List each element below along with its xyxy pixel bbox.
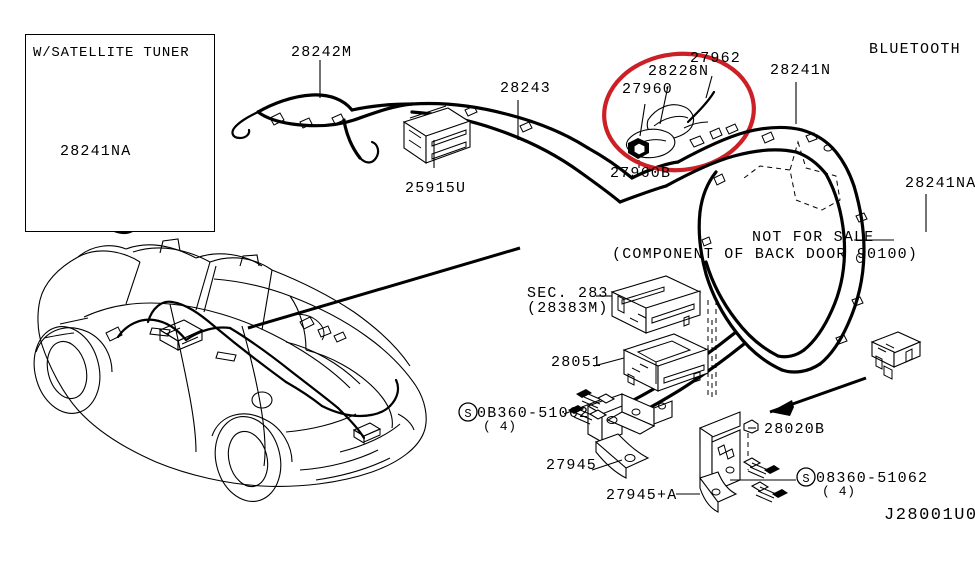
label-bolt-left-qty: ( 4): [483, 419, 517, 434]
label-bolt-left-code: 0B360-51062: [477, 405, 590, 422]
label-27962: 27962: [690, 50, 742, 67]
label-27945: 27945: [546, 457, 598, 474]
bolt-icon-right-2: [750, 481, 788, 503]
bolt-icon-right-1: [742, 457, 780, 479]
label-28228n: 28228N: [648, 63, 710, 80]
label-28051: 28051: [551, 354, 603, 371]
roof-harness-assembly: [231, 93, 680, 204]
module-28383m: [610, 275, 702, 334]
label-28241na-inset: 28241NA: [60, 143, 132, 160]
label-27960: 27960: [622, 81, 674, 98]
label-not-for-sale: NOT FOR SALE: [752, 229, 875, 246]
red-highlight-circle: [602, 51, 756, 173]
inset-title: W/SATELLITE TUNER: [33, 45, 190, 61]
bracket-27945a: [676, 411, 788, 513]
inset-panel-satellite-tuner: [25, 34, 215, 232]
diagram-id-code: J28001U0: [884, 506, 975, 525]
bracket-27945: [568, 389, 673, 479]
label-bolt-right-qty: ( 4): [822, 484, 856, 499]
vehicle-illustration: [33, 238, 521, 502]
label-25915u: 25915U: [405, 180, 467, 197]
rear-module: [870, 331, 922, 380]
roof-antenna-assembly: [625, 90, 739, 168]
bolt-icon-left-1: [576, 389, 616, 409]
label-28383m: (28383M): [527, 300, 609, 317]
label-28243: 28243: [500, 80, 552, 97]
label-back-door-component: (COMPONENT OF BACK DOOR 90100): [612, 246, 919, 263]
label-27960b: 27960B: [610, 165, 672, 182]
antenna-gasket-icon: [628, 138, 649, 159]
label-28242m: 28242M: [291, 44, 353, 61]
label-leader-lines: [319, 60, 927, 481]
label-27945a: 27945+A: [606, 487, 678, 504]
label-bolt-right-code: 08360-51062: [816, 470, 929, 487]
label-28241na-right: 28241NA: [905, 175, 975, 192]
label-bluetooth: BLUETOOTH: [869, 41, 961, 58]
label-sec-283: SEC. 283: [527, 285, 609, 302]
label-28241n: 28241N: [770, 62, 832, 79]
module-28051: [622, 320, 713, 400]
label-28020b: 28020B: [764, 421, 826, 438]
